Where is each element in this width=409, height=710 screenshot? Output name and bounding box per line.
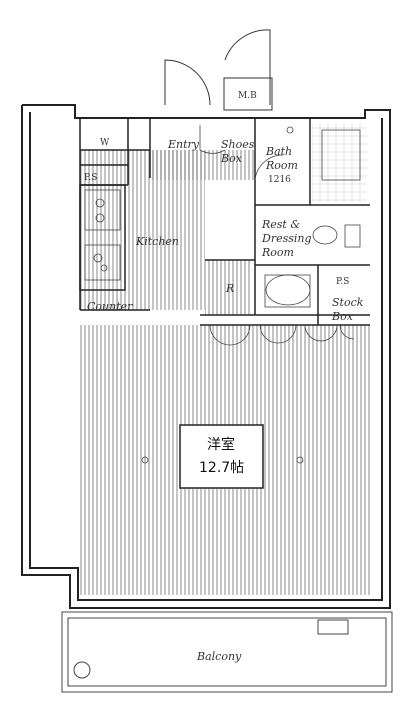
label-bath-2: Room xyxy=(265,159,298,172)
label-balcony: Balcony xyxy=(196,650,242,663)
label-shoes-box-1: Shoes xyxy=(221,138,255,151)
main-room-label-box xyxy=(179,424,264,489)
label-w: W xyxy=(100,138,110,148)
label-rest-1: Rest & xyxy=(261,218,300,231)
label-counter: Counter xyxy=(87,300,133,313)
bath-tiles xyxy=(312,122,367,202)
label-shoes-box-2: Box xyxy=(220,152,243,165)
label-stock-1: Stock xyxy=(332,296,364,309)
label-bath-1: Bath xyxy=(265,145,292,158)
label-mb: M.B xyxy=(238,91,257,101)
label-main-room-2: 12.7帖 xyxy=(199,460,244,476)
corridor-floor xyxy=(205,260,250,315)
label-entry: Entry xyxy=(167,138,200,151)
closet-door-arcs xyxy=(199,125,355,346)
entrance-doors xyxy=(164,29,273,111)
label-ps-left: P.S xyxy=(84,173,97,183)
label-kitchen: Kitchen xyxy=(135,235,179,248)
label-main-room-1: 洋室 xyxy=(207,436,235,453)
label-ps-right: P.S xyxy=(336,277,349,287)
label-bath-size: 1216 xyxy=(268,175,291,185)
label-r: R xyxy=(225,282,234,295)
label-stock-2: Box xyxy=(331,310,354,323)
interior-walls xyxy=(79,118,370,326)
fixtures xyxy=(84,126,361,464)
label-rest-2: Dressing xyxy=(261,232,312,245)
room-labels: M.B Entry Shoes Box Bath Room 1216 W P.S… xyxy=(84,91,364,663)
entry-floor xyxy=(150,150,255,180)
balcony xyxy=(61,611,393,693)
outer-walls xyxy=(21,104,391,609)
label-rest-3: Room xyxy=(261,246,294,259)
